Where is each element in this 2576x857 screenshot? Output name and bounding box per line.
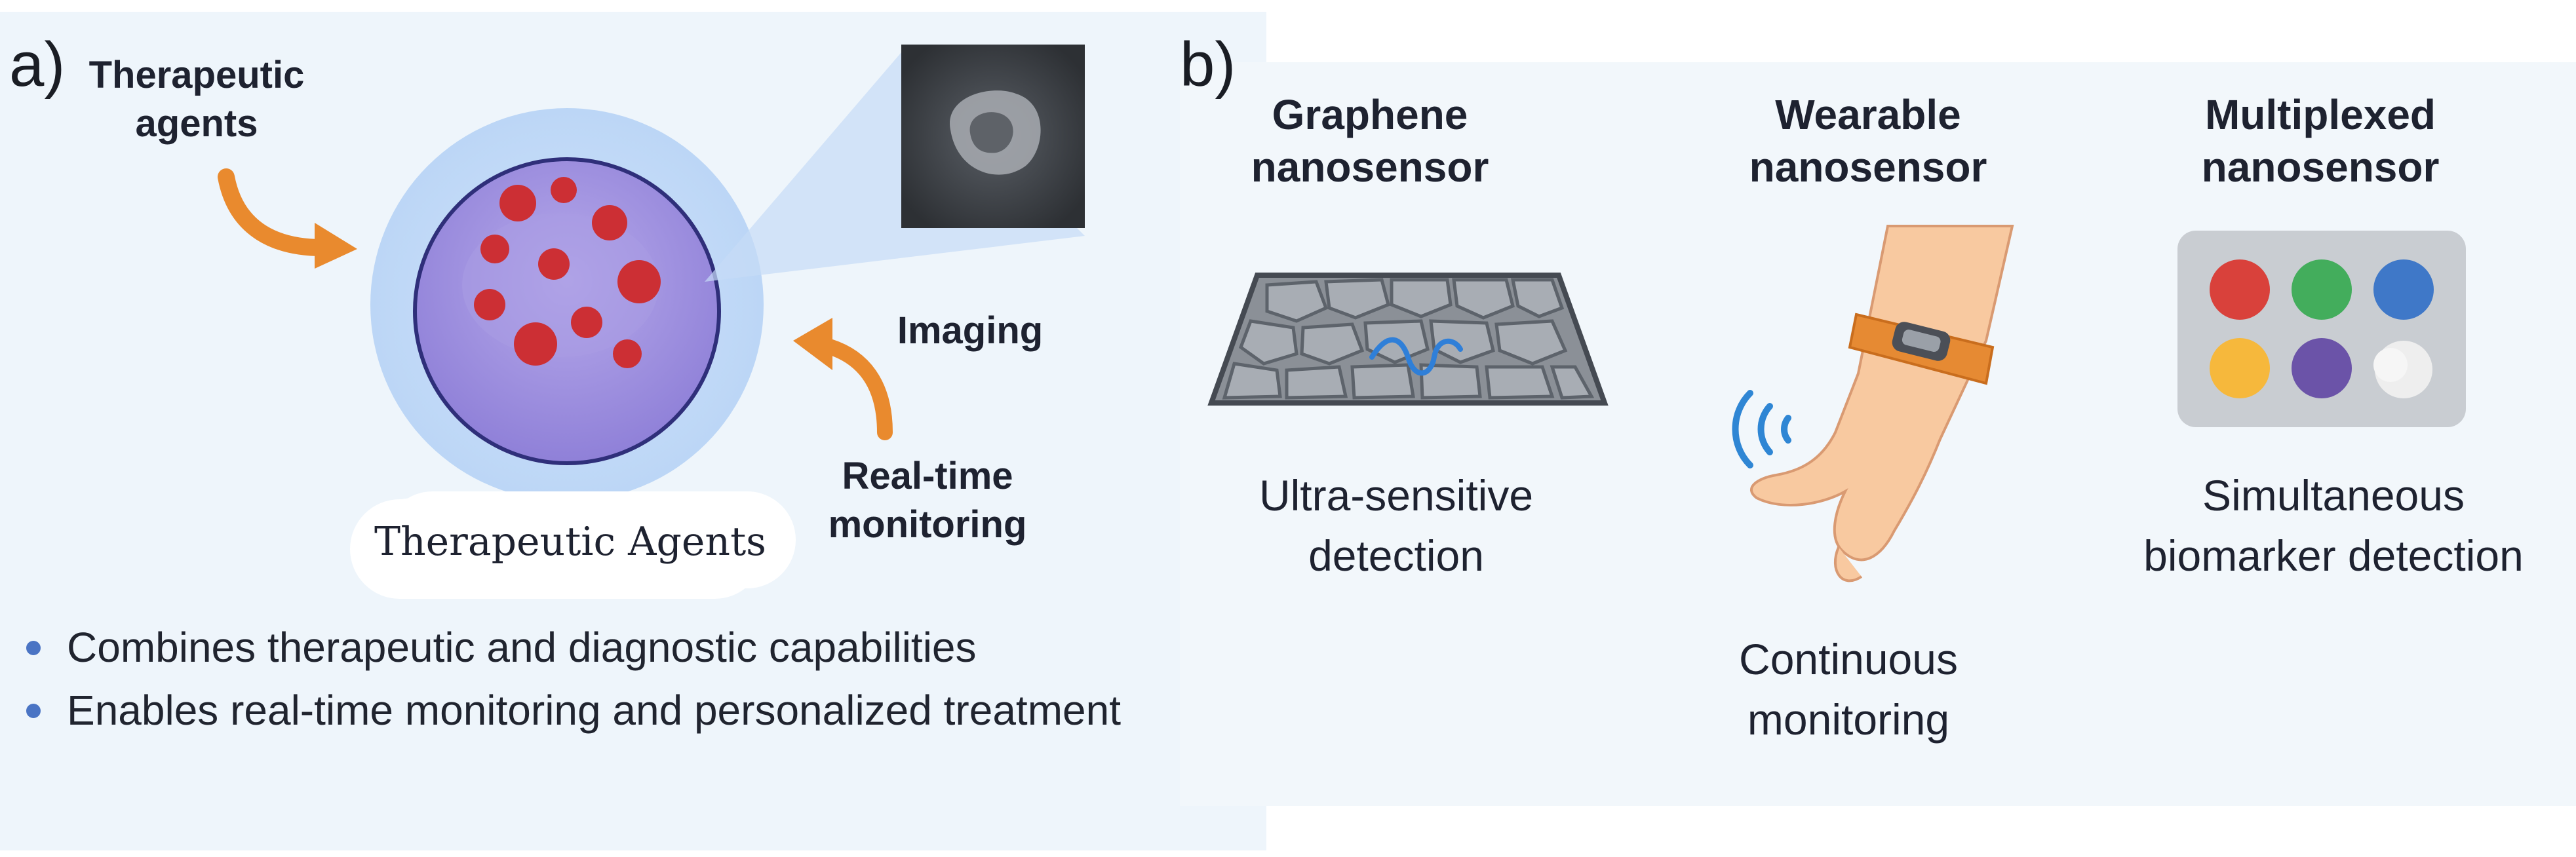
imaging-arrow-icon [793, 318, 893, 440]
panel-b-letter: b) [1180, 29, 1236, 100]
graphene-title-line2: nanosensor [1251, 143, 1489, 191]
multiplexed-title-line1: Multiplexed [2204, 91, 2436, 138]
multiplex-chip-icon [2177, 231, 2466, 427]
wearable-nanosensor-title: Wearable nanosensor [1717, 88, 2019, 193]
multiplexed-nanosensor-title: Multiplexed nanosensor [2163, 88, 2478, 193]
multiplexed-caption-line2: biomarker detection [2143, 531, 2524, 580]
therapeutic-agents-label-line2: agents [135, 102, 258, 145]
therapeutic-agents-label-line1: Therapeutic [88, 54, 305, 96]
bullet-item: Enables real-time monitoring and persona… [26, 679, 1245, 742]
feature-bullet-list: Combines therapeutic and diagnostic capa… [26, 616, 1245, 742]
graphene-caption: Ultra-sensitive detection [1219, 465, 1573, 586]
therapeutic-agents-cloud: Therapeutic Agents [367, 498, 773, 590]
wearable-title-line1: Wearable [1775, 91, 1961, 138]
wearable-caption: Continuous monitoring [1685, 629, 2012, 750]
imaging-inset-icon [901, 45, 1085, 228]
graphene-title-line1: Graphene [1272, 91, 1468, 138]
therapeutic-agents-cloud-text: Therapeutic Agents [374, 519, 766, 565]
bullet-text: Enables real-time monitoring and persona… [67, 687, 1121, 734]
imaging-label: Imaging [897, 309, 1044, 352]
nanoparticle-icon [370, 108, 764, 501]
therapeutic-arrow-icon [218, 168, 357, 269]
bullet-text: Combines therapeutic and diagnostic capa… [67, 624, 977, 671]
realtime-label-line1: Real-time [842, 455, 1013, 497]
graphene-sheet-icon [1207, 273, 1609, 406]
graphene-caption-line1: Ultra-sensitive [1259, 471, 1534, 520]
realtime-monitoring-label: Real-time monitoring [796, 452, 1059, 549]
therapeutic-agents-label: Therapeutic agents [79, 51, 315, 148]
bullet-item: Combines therapeutic and diagnostic capa… [26, 616, 1245, 679]
multiplexed-title-line2: nanosensor [2201, 143, 2440, 191]
graphene-caption-line2: detection [1308, 531, 1484, 580]
wearable-title-line2: nanosensor [1749, 143, 1987, 191]
realtime-label-line2: monitoring [828, 503, 1027, 546]
bullet-dot-icon [26, 704, 41, 718]
bullet-dot-icon [26, 641, 41, 655]
wearable-caption-line1: Continuous [1739, 635, 1958, 683]
graphene-nanosensor-title: Graphene nanosensor [1232, 88, 1508, 193]
multiplexed-caption: Simultaneous biomarker detection [2098, 465, 2569, 586]
multiplexed-caption-line1: Simultaneous [2202, 471, 2465, 520]
wearable-wrist-icon [1732, 225, 2014, 582]
wearable-caption-line2: monitoring [1747, 695, 1950, 744]
panel-a-letter: a) [9, 29, 66, 100]
